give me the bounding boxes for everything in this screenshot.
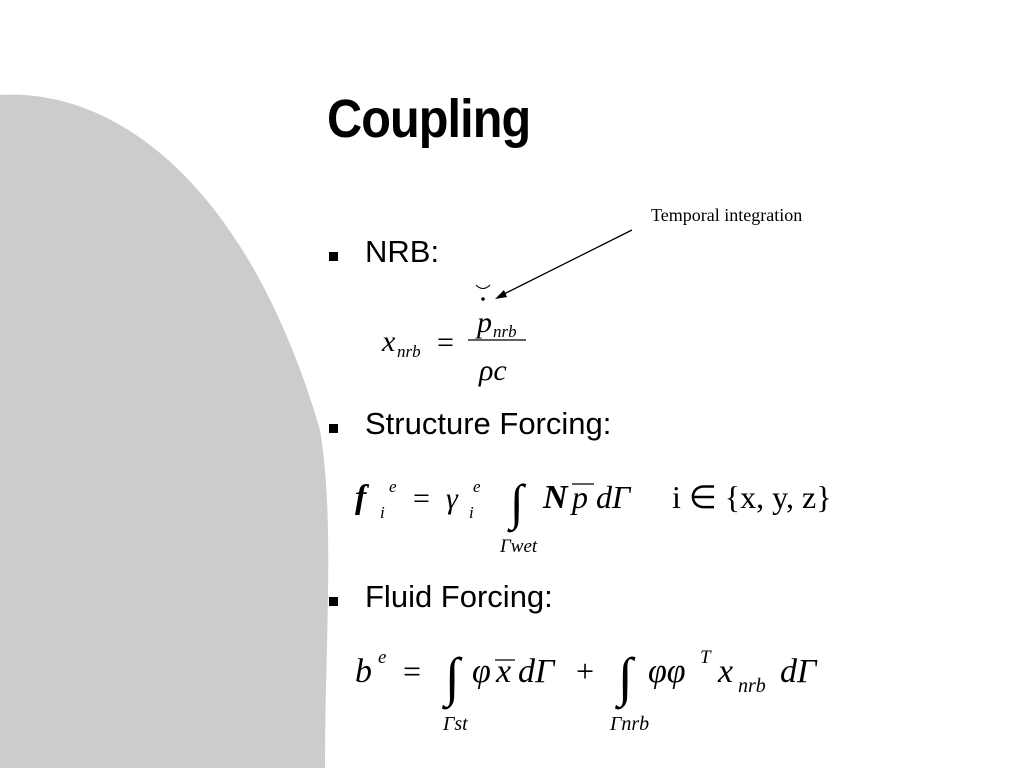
svg-text:x: x bbox=[717, 653, 733, 690]
svg-text:dΓ: dΓ bbox=[596, 479, 632, 515]
svg-text:+: + bbox=[576, 653, 594, 689]
svg-text:p: p bbox=[570, 479, 588, 515]
svg-text:=: = bbox=[403, 653, 421, 689]
svg-text:x: x bbox=[381, 325, 396, 358]
svg-text:Γnrb: Γnrb bbox=[609, 713, 649, 735]
svg-text:ρc: ρc bbox=[478, 354, 507, 387]
svg-text:∫: ∫ bbox=[442, 647, 463, 710]
svg-text:=: = bbox=[437, 326, 454, 359]
svg-text:nrb: nrb bbox=[738, 675, 766, 697]
svg-text:nrb: nrb bbox=[397, 342, 421, 361]
bullet-marker bbox=[329, 252, 338, 261]
svg-text:∫: ∫ bbox=[507, 474, 527, 533]
svg-text:nrb: nrb bbox=[493, 322, 517, 341]
bullet-nrb: NRB: bbox=[365, 234, 440, 269]
svg-text:∫: ∫ bbox=[615, 647, 636, 710]
svg-text:γ: γ bbox=[446, 482, 459, 515]
svg-text:i ∈ {x, y, z}: i ∈ {x, y, z} bbox=[672, 479, 832, 515]
svg-text:e: e bbox=[378, 647, 386, 668]
svg-text:f: f bbox=[355, 479, 370, 516]
svg-text:p: p bbox=[475, 306, 492, 339]
annotation-label: Temporal integration bbox=[651, 205, 803, 225]
slide-title: Coupling bbox=[327, 89, 531, 149]
svg-text:dΓ: dΓ bbox=[780, 653, 818, 690]
svg-text:φ: φ bbox=[472, 653, 491, 690]
svg-text:i: i bbox=[380, 503, 385, 522]
svg-text:N: N bbox=[542, 479, 569, 516]
svg-text:dΓ: dΓ bbox=[518, 653, 556, 690]
svg-text:φφ: φφ bbox=[648, 653, 686, 690]
svg-text:i: i bbox=[469, 503, 474, 522]
svg-text:Γwet: Γwet bbox=[499, 536, 538, 557]
svg-text:x: x bbox=[495, 653, 511, 690]
svg-text:e: e bbox=[389, 477, 397, 496]
bullet-marker bbox=[329, 597, 338, 606]
svg-text:b: b bbox=[355, 653, 372, 690]
bullet-structure-forcing: Structure Forcing: bbox=[365, 406, 612, 441]
svg-text:=: = bbox=[413, 482, 430, 515]
svg-text:e: e bbox=[473, 477, 481, 496]
bullet-marker bbox=[329, 424, 338, 433]
svg-text:Γst: Γst bbox=[442, 713, 468, 735]
svg-text:T: T bbox=[700, 647, 712, 668]
bullet-fluid-forcing: Fluid Forcing: bbox=[365, 579, 553, 614]
